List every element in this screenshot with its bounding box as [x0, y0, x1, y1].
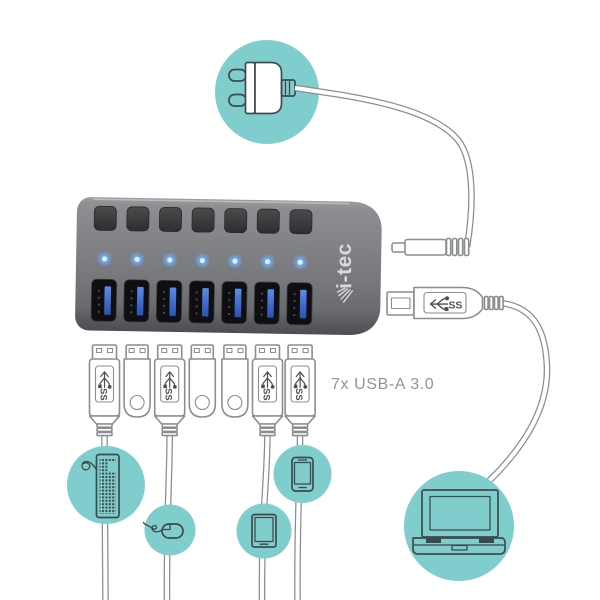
keyboard-circle — [67, 446, 145, 524]
power-button — [256, 208, 280, 234]
power-cable — [294, 84, 475, 248]
hub-controls — [90, 205, 313, 326]
usb-flash-drive — [221, 344, 249, 418]
led-core — [264, 259, 271, 265]
usb-b-connector — [386, 286, 504, 320]
laptop-circle — [404, 471, 514, 581]
laptop-icon — [412, 489, 506, 555]
usb-cable-plug — [284, 344, 316, 437]
itec-logo: i-tec — [333, 243, 357, 303]
mouse-circle — [142, 504, 196, 556]
usb-port — [123, 279, 150, 323]
power-plug-icon — [228, 61, 296, 115]
power-adapter-circle — [215, 40, 319, 144]
tablet-circle — [236, 503, 292, 559]
smartphone-circle — [273, 445, 332, 503]
usb-port — [286, 282, 313, 326]
usb-cable-plug — [251, 344, 284, 437]
led-core — [199, 257, 205, 264]
power-button — [289, 209, 313, 235]
usb-cable-plug — [88, 344, 121, 437]
led-core — [297, 259, 303, 265]
usb-port — [221, 281, 248, 325]
usb-flash-drive — [188, 344, 217, 418]
usb-flash-drive — [123, 344, 151, 418]
led-core — [167, 257, 173, 263]
port-occupants — [88, 344, 316, 437]
hub-top-highlight — [93, 198, 350, 205]
power-button — [158, 206, 183, 232]
dc-power-connector — [391, 237, 470, 257]
usb-cable-plug — [153, 344, 186, 437]
usb-port — [90, 278, 118, 322]
keyboard-icon — [81, 453, 120, 519]
mouse-icon — [142, 521, 184, 539]
smartphone-icon — [291, 456, 314, 492]
ports-caption: 7x USB-A 3.0 — [331, 376, 434, 393]
usb-port — [155, 279, 183, 323]
led-core — [134, 256, 140, 263]
host-cable — [485, 299, 551, 485]
power-button — [93, 205, 117, 231]
itec-wing-icon — [336, 287, 354, 303]
usb-port — [188, 280, 215, 324]
led-core — [232, 258, 238, 264]
power-button — [224, 208, 248, 234]
power-button — [126, 206, 150, 232]
usb-port — [253, 281, 281, 325]
power-button — [191, 207, 215, 233]
brand-logo-text: i-tec — [333, 243, 357, 289]
usb-hub: i-tec — [75, 197, 382, 336]
tablet-icon — [251, 513, 277, 548]
led-core — [102, 256, 108, 262]
